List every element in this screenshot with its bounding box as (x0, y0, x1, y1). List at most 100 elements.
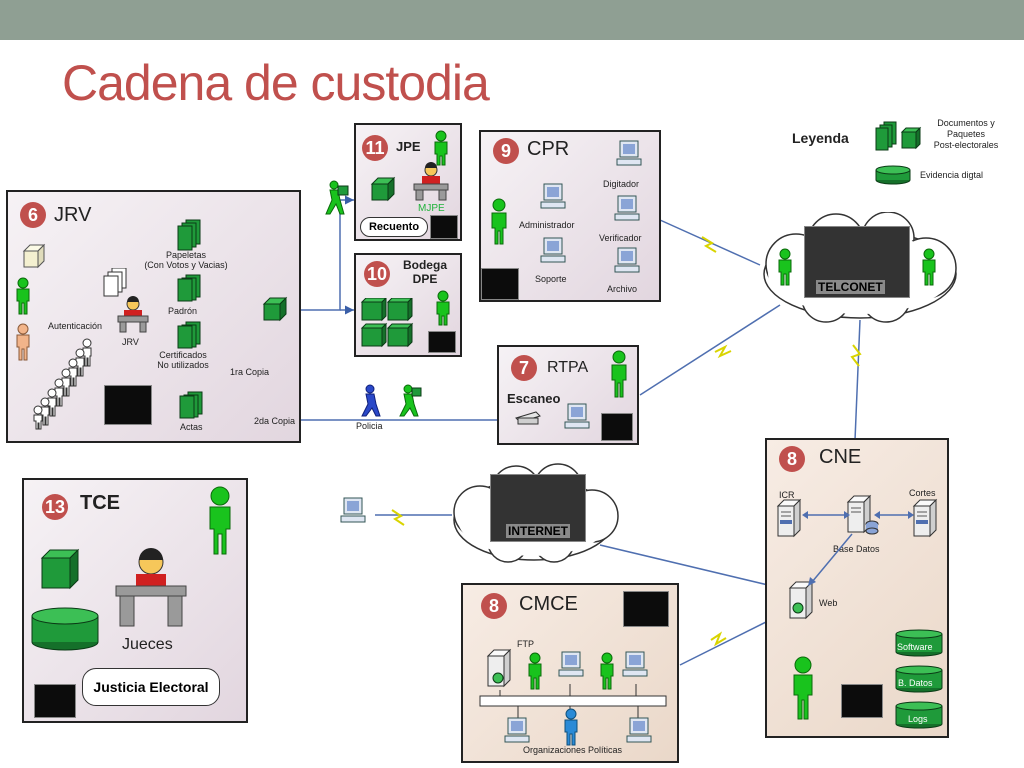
computer-icon (626, 717, 652, 743)
computer-icon (540, 183, 566, 209)
cpr-staff-icon (491, 198, 507, 245)
tce-step-badge: 13 (42, 494, 68, 520)
top-bar (0, 0, 1024, 40)
bodega-guard-icon (436, 290, 450, 326)
computer-icon (614, 195, 640, 221)
copia2-label: 2da Copia (254, 416, 296, 426)
escaneo-label: Escaneo (507, 391, 561, 406)
voter-queue-icon (33, 338, 92, 430)
software-label: Software (897, 642, 933, 652)
cmce-staff-icon (600, 652, 614, 690)
internet-label: INTERNET (506, 524, 570, 538)
web-label: Web (819, 598, 838, 608)
tce-staff-icon (209, 486, 231, 555)
papeletas-label: Papeletas(Con Votos y Vacias) (144, 250, 228, 270)
lightning-icon (714, 344, 732, 359)
legend-digital-evidence-icon (875, 165, 911, 185)
lightning-icon (710, 631, 727, 647)
ballot-box-icon (22, 243, 46, 269)
icr-label: ICR (779, 490, 795, 500)
database-server-icon (846, 494, 879, 535)
slide-title: Cadena de custodia (62, 55, 490, 111)
logs-storage-icon (895, 701, 943, 729)
telconet-staff-icon (922, 248, 936, 286)
flow-line (288, 195, 354, 311)
telconet-staff-icon (778, 248, 792, 286)
telconet-label: TELCONET (816, 280, 885, 294)
hacker-icon (428, 331, 456, 353)
actas-stack-icon (179, 391, 203, 419)
hacker-icon (430, 215, 458, 239)
computer-icon (558, 651, 584, 677)
recuento-label: Recuento (360, 217, 428, 237)
computer-icon (540, 237, 566, 263)
jrv-member-label: JRV (122, 337, 139, 347)
network-link (854, 319, 861, 441)
administrador-label: Administrador (519, 220, 575, 230)
bdatos-storage-icon (895, 665, 943, 693)
justicia-electoral-label: Justicia Electoral (82, 668, 220, 706)
bodega-step-badge: 10 (364, 261, 390, 287)
computer-icon (564, 403, 590, 429)
jpe-step-badge: 11 (362, 135, 388, 161)
cpr-title: CPR (527, 138, 570, 160)
padron-stack-icon (177, 274, 201, 302)
certificados-stack-icon (177, 321, 201, 349)
political-org-person-icon (564, 708, 578, 746)
rtpa-staff-icon (611, 350, 627, 398)
lightning-icon (391, 509, 405, 526)
computer-icon (504, 717, 530, 743)
padron-label: Padrón (168, 306, 198, 316)
jpe-title: JPE (396, 139, 421, 154)
cne-title: CNE (819, 446, 862, 468)
bdatos-label: B. Datos (898, 678, 933, 688)
cmce-title: CMCE (519, 593, 578, 615)
soporte-label: Soporte (535, 274, 567, 284)
hacker-icon (481, 268, 519, 300)
verificador-label: Verificador (599, 233, 642, 243)
lightning-icon (850, 344, 862, 367)
policia-label: Policia (356, 421, 383, 431)
remote-computer-icon (340, 497, 366, 523)
cortes-server-icon (912, 498, 938, 538)
software-storage-icon (895, 629, 943, 657)
base-datos-label: Base Datos (833, 544, 880, 554)
carrier-person-icon (325, 180, 349, 215)
network-link (639, 304, 781, 396)
icr-server-icon (776, 498, 802, 538)
hacker-icon (104, 385, 152, 425)
tce-panel: 13 TCE Jueces Justicia Electoral (22, 478, 248, 723)
packages-group-icon (360, 298, 414, 348)
cne-step-badge: 8 (779, 446, 805, 472)
hacker-icon (841, 684, 883, 718)
computer-icon (616, 140, 642, 166)
jrv-title: JRV (54, 204, 92, 226)
logs-label: Logs (908, 714, 928, 724)
observer-icon (16, 323, 30, 361)
hacker-icon (34, 684, 76, 718)
jrv-panel: 6 JRV Papeletas(Con Votos y Vacias) Padr… (6, 190, 301, 443)
ftp-label: FTP (517, 639, 534, 649)
jpe-member-icon (434, 130, 448, 166)
ftp-server-icon (486, 648, 512, 688)
carrier-person-icon (399, 384, 422, 417)
computer-icon (622, 651, 648, 677)
legend-title: Leyenda (792, 130, 849, 146)
arrow-bidirectional-icon (874, 511, 914, 519)
jrv-member-desk-icon (117, 296, 149, 333)
digitador-label: Digitador (603, 179, 640, 189)
organizaciones-label: Organizaciones Políticas (523, 745, 623, 755)
jrv-step-badge: 6 (20, 202, 46, 228)
hacker-icon (623, 591, 669, 627)
digital-evidence-icon (31, 607, 99, 651)
archivo-label: Archivo (607, 284, 638, 294)
legend-digital-label: Evidencia digtal (920, 170, 984, 180)
package-icon (262, 296, 288, 322)
documents-stack-icon (103, 268, 127, 297)
jueces-label: Jueces (122, 636, 173, 653)
package-icon (40, 548, 80, 590)
package-icon (370, 176, 396, 202)
papeletas-stack-icon (177, 219, 201, 251)
